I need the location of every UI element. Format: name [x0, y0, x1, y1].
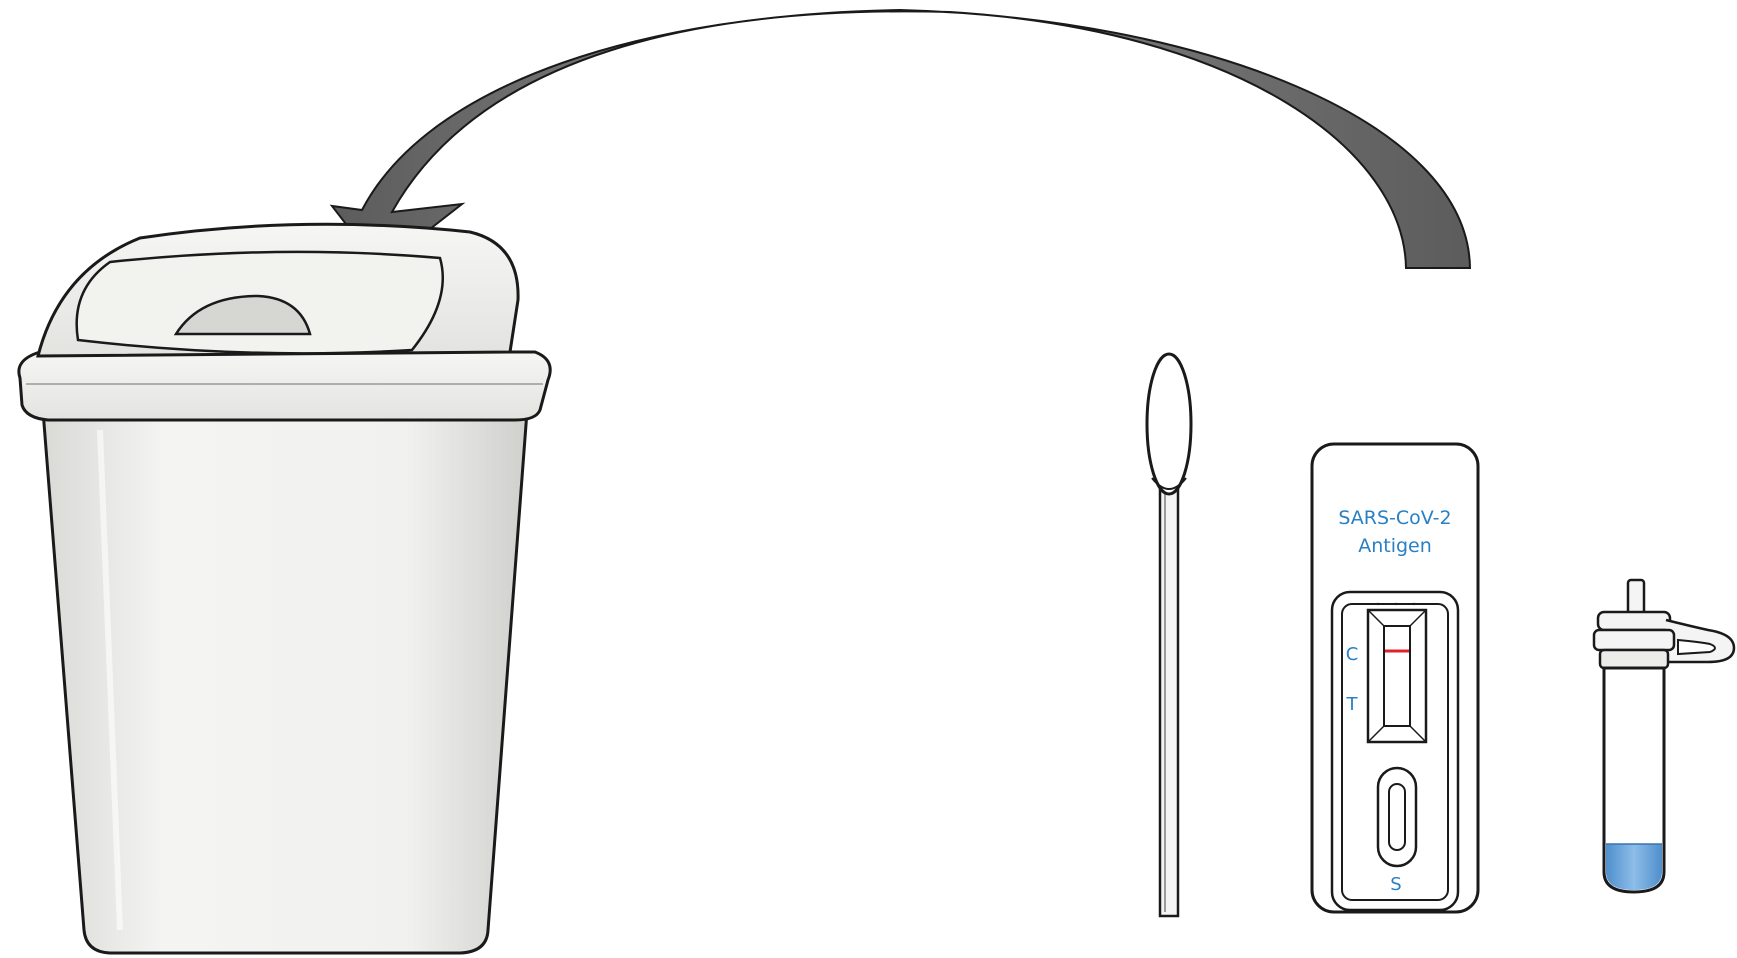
test-marker: T	[1346, 694, 1359, 715]
control-marker: C	[1346, 644, 1359, 665]
buffer-tube-icon	[1594, 580, 1734, 892]
test-cassette-icon: SARS-CoV-2 Antigen C T S	[1312, 444, 1478, 912]
buffer-liquid	[1606, 844, 1662, 890]
sample-marker: S	[1390, 874, 1401, 895]
cassette-title-line1: SARS-CoV-2	[1338, 507, 1451, 529]
result-window	[1368, 603, 1426, 742]
trash-bin-icon	[19, 224, 550, 953]
swab-icon	[1147, 354, 1191, 916]
sample-well	[1378, 768, 1416, 866]
disposal-arrow-icon	[332, 10, 1470, 268]
cassette-title-line2: Antigen	[1358, 535, 1432, 557]
